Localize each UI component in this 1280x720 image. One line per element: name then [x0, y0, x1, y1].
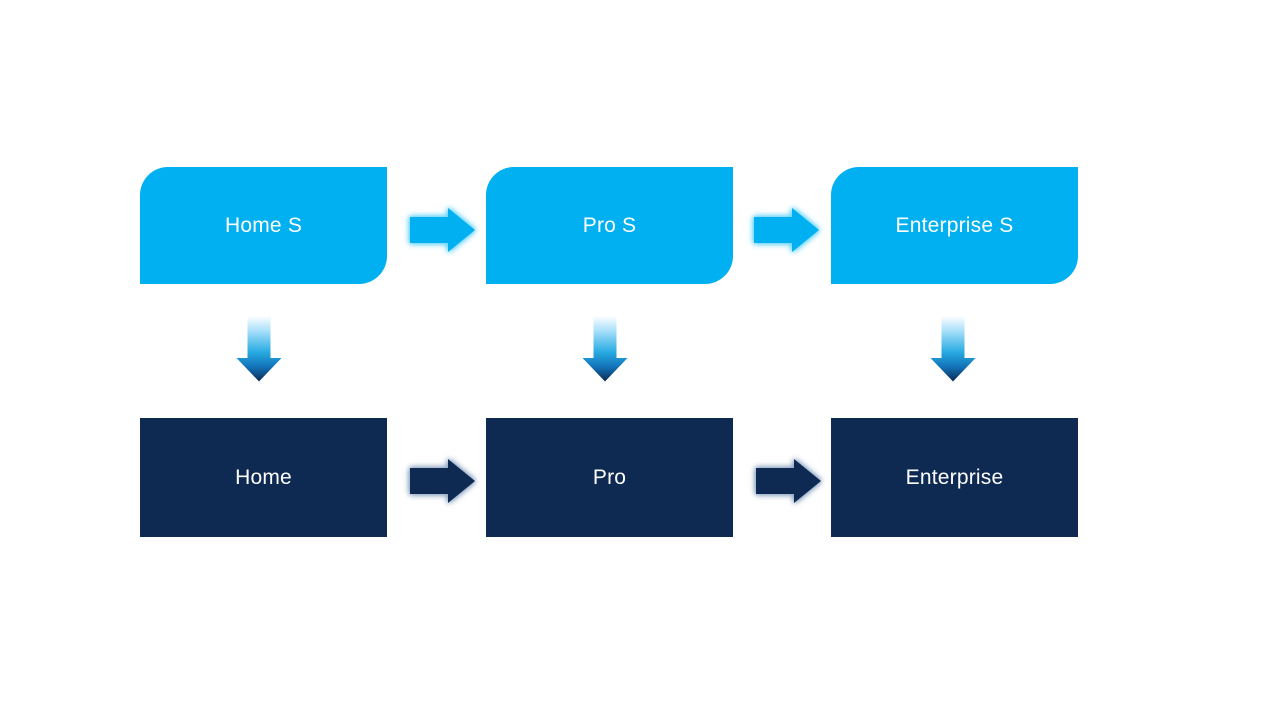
down-arrow-icon [930, 316, 976, 382]
right-arrow-icon [754, 208, 819, 252]
node-home-s: Home S [140, 167, 387, 284]
node-pro-s: Pro S [486, 167, 733, 284]
node-enterprise: Enterprise [831, 418, 1078, 537]
down-arrow-icon [236, 316, 282, 382]
node-home: Home [140, 418, 387, 537]
node-label: Pro S [582, 213, 637, 237]
node-label: Home S [224, 213, 303, 237]
right-arrow-icon [410, 459, 475, 503]
node-label: Pro [592, 465, 627, 489]
right-arrow-icon [410, 208, 475, 252]
node-label: Home [235, 465, 292, 489]
node-pro: Pro [486, 418, 733, 537]
node-enterprise-s: Enterprise S [831, 167, 1078, 284]
node-label: Enterprise [905, 465, 1004, 489]
right-arrow-icon [756, 459, 821, 503]
down-arrow-icon [582, 316, 628, 382]
node-label: Enterprise S [895, 213, 1014, 237]
